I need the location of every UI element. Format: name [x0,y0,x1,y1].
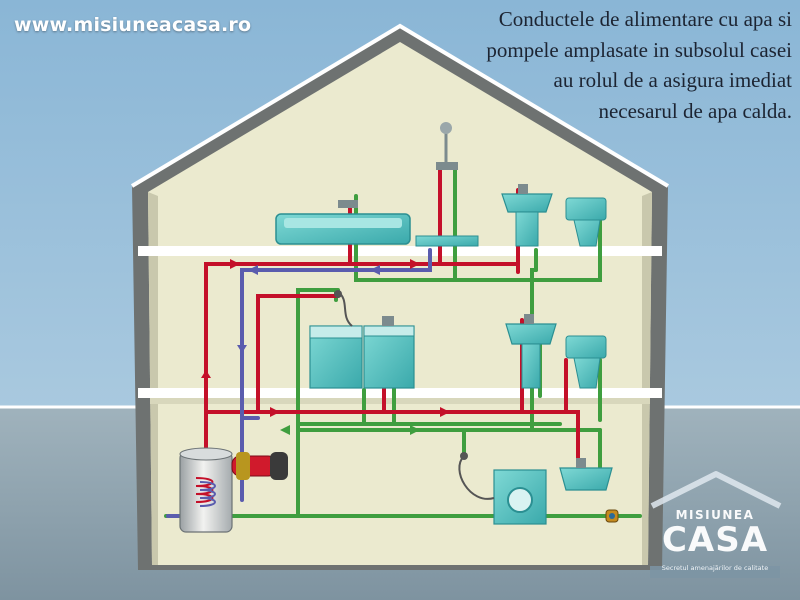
sink-attic [501,184,553,247]
circulation-pump [231,452,288,480]
house-outline [130,23,670,188]
brand-logo-emblem [650,471,782,578]
washing-machine [458,452,547,525]
logo-word-main: CASA [661,520,769,560]
floor-slab-basement [150,398,650,404]
house-side-shade-right [642,192,652,565]
hot-water-pipes [204,168,580,472]
boiler-tank [179,447,233,533]
caption-text: Conductele de alimentare cu apa si pompe… [420,4,792,126]
sink-basement [559,458,613,491]
caption-line: pompele amplasate in subsolul casei [486,37,792,62]
kitchen-sink [363,316,415,389]
toilet-ground [565,335,607,389]
sink-ground [505,314,557,389]
floor-slab-ground [138,388,662,398]
site-url[interactable]: www.misiuneacasa.ro [14,14,252,36]
logo-tagline: Secretul amenajărilor de calitate [661,564,769,572]
toilet-attic [565,197,607,247]
caption-line: au rolul de a asigura imediat [553,68,793,92]
bathtub [275,200,411,245]
house-interior [148,42,652,565]
shower [415,122,479,247]
caption-line: Conductele de alimentare cu apa si [498,7,792,31]
caption-line: necesarul de apa calda. [598,98,792,123]
logo-word-top: MISIUNEA [675,508,755,522]
brand-logo: MISIUNEA CASA Secretul amenajărilor de c… [650,468,795,580]
house-side-shade [148,192,158,565]
return-pipes [166,248,432,518]
dishwasher [309,290,363,389]
floor-slab-attic [138,246,662,256]
water-meter-valve [605,509,619,523]
flow-arrows [201,259,450,435]
